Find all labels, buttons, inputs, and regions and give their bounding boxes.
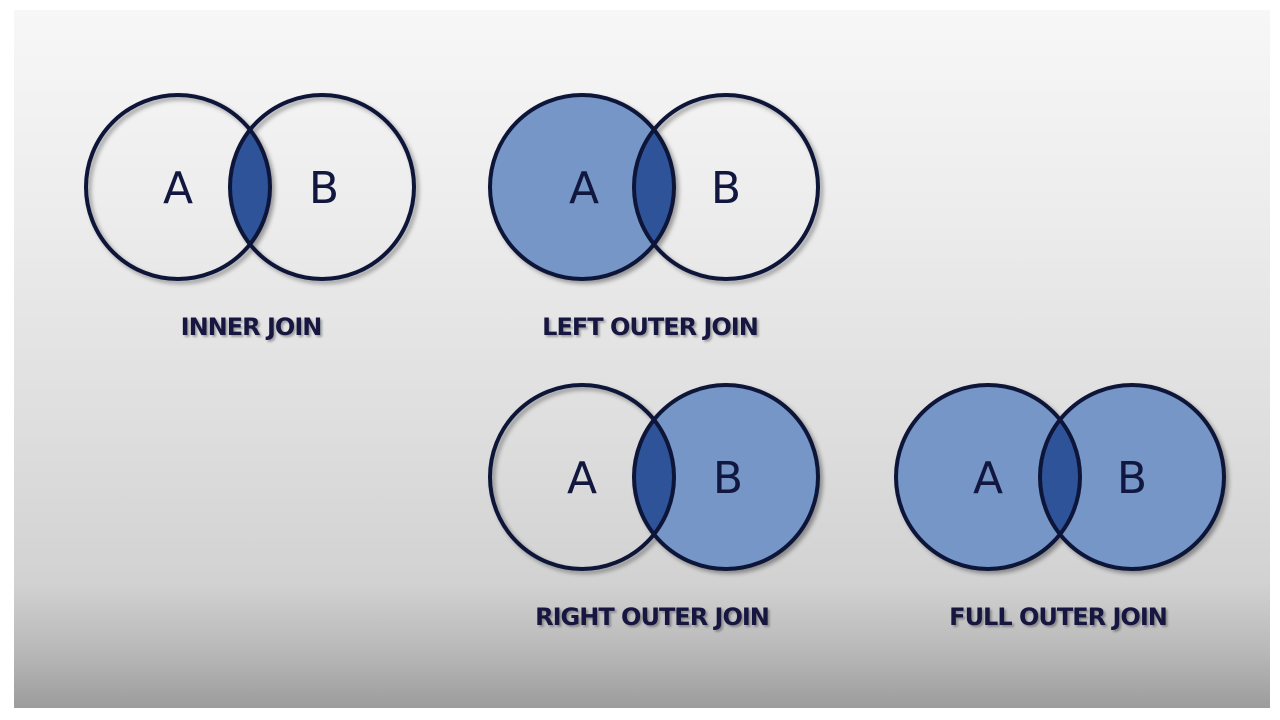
full-outer-join-diagram: A B FULL OUTER JOIN	[894, 383, 1226, 631]
letter-a: A	[567, 453, 597, 504]
circle-b-outline	[1038, 383, 1226, 571]
circle-b-outline	[228, 93, 416, 281]
letter-b: B	[713, 453, 743, 504]
inner-join-label: INNER JOIN	[181, 313, 322, 341]
inner-join-venn	[84, 93, 416, 281]
letter-a: A	[569, 163, 599, 214]
right-outer-join-label: RIGHT OUTER JOIN	[535, 603, 769, 631]
circle-a-outline	[894, 383, 1082, 571]
full-outer-join-venn	[894, 383, 1226, 571]
left-outer-join-intersection-region	[634, 129, 674, 245]
left-outer-join-label: LEFT OUTER JOIN	[542, 313, 758, 341]
letter-b: B	[711, 163, 741, 214]
full-outer-join-label: FULL OUTER JOIN	[949, 603, 1167, 631]
right-outer-join-intersection-region	[634, 419, 674, 535]
inner-join-intersection-region	[230, 129, 270, 245]
circle-b-outline	[632, 383, 820, 571]
circle-b-outline	[632, 93, 820, 281]
right-outer-join-right-region	[654, 385, 818, 569]
inner-join-diagram: A B INNER JOIN	[84, 93, 416, 341]
full-outer-join-left-region	[896, 385, 1060, 569]
letter-a: A	[163, 163, 193, 214]
letter-b: B	[1117, 453, 1147, 504]
letter-a: A	[973, 453, 1003, 504]
letter-b: B	[309, 163, 339, 214]
right-outer-join-venn	[488, 383, 820, 571]
left-outer-join-diagram: A B LEFT OUTER JOIN	[488, 93, 820, 341]
full-outer-join-intersection-region	[1040, 419, 1080, 535]
full-outer-join-right-region	[1060, 385, 1224, 569]
circle-a-outline	[488, 93, 676, 281]
circle-a-outline	[488, 383, 676, 571]
left-outer-join-left-region	[490, 95, 654, 279]
circle-a-outline	[84, 93, 272, 281]
right-outer-join-diagram: A B RIGHT OUTER JOIN	[488, 383, 820, 631]
left-outer-join-venn	[488, 93, 820, 281]
